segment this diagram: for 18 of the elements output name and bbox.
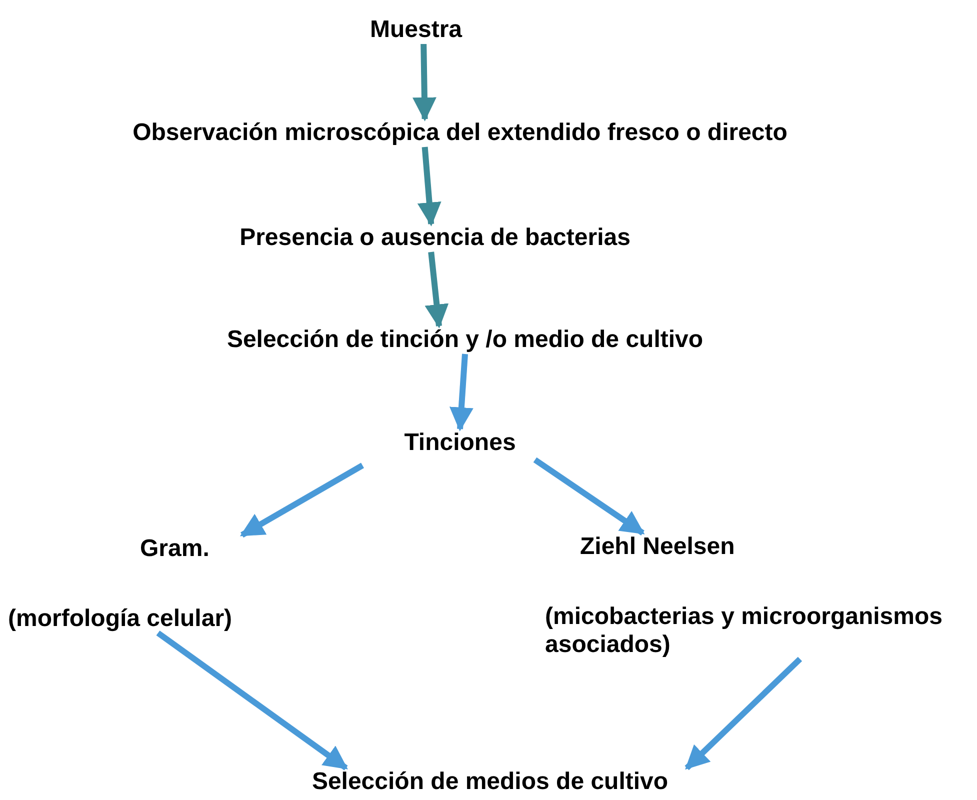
step-text: Gram. [140, 535, 210, 563]
step-text: (morfología celular) [8, 605, 232, 633]
step-text: Muestra [370, 16, 462, 44]
step-text: Selección de tinción y /o medio de cultivo [226, 326, 704, 354]
step-text: Selección de medios de cultivo [312, 768, 668, 796]
step-text: Ziehl Neelsen [580, 533, 735, 561]
arrow [449, 354, 474, 432]
step-text: Tinciones [404, 429, 516, 457]
step-text: (micobacterias y microorganismos asociados) [545, 603, 944, 659]
arrow [240, 462, 364, 538]
step-text: Observación microscópica del extendido fresco o directo [132, 119, 788, 147]
arrow [533, 457, 645, 536]
arrow [417, 146, 442, 226]
step-text: Presencia o ausencia de bacterias [240, 224, 630, 252]
arrow [684, 656, 802, 770]
arrow [424, 252, 449, 328]
arrow [156, 630, 348, 770]
arrow [412, 44, 436, 122]
